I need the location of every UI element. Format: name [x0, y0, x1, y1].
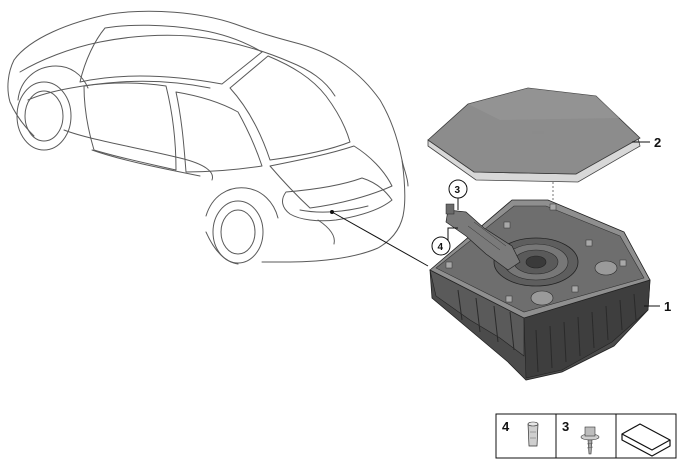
clip-nut-icon — [527, 421, 539, 447]
callout-label-3: 3 — [455, 185, 461, 196]
callout-circle-3 — [448, 179, 468, 199]
legend-screw-number: 3 — [562, 419, 569, 434]
trunk-floor-symbol-icon — [621, 423, 671, 457]
callout-label-4: 4 — [438, 242, 444, 253]
leader-line-car-to-box — [331, 211, 429, 267]
callout-label-2: 2 — [654, 135, 661, 150]
screw-icon — [580, 426, 600, 455]
cover-part-marking: |||||||||||| — [532, 129, 544, 134]
callout-label-1: 1 — [664, 299, 671, 314]
mounting-strap — [445, 203, 521, 271]
trunk-floor-cover: |||||||||||| — [427, 87, 641, 183]
leader-anchor-dot — [330, 210, 334, 214]
parts-legend: 4 3 — [495, 413, 677, 459]
callout-circle-4 — [431, 236, 451, 256]
car-outline-drawing — [7, 10, 409, 265]
legend-clip-nut-number: 4 — [502, 419, 510, 434]
